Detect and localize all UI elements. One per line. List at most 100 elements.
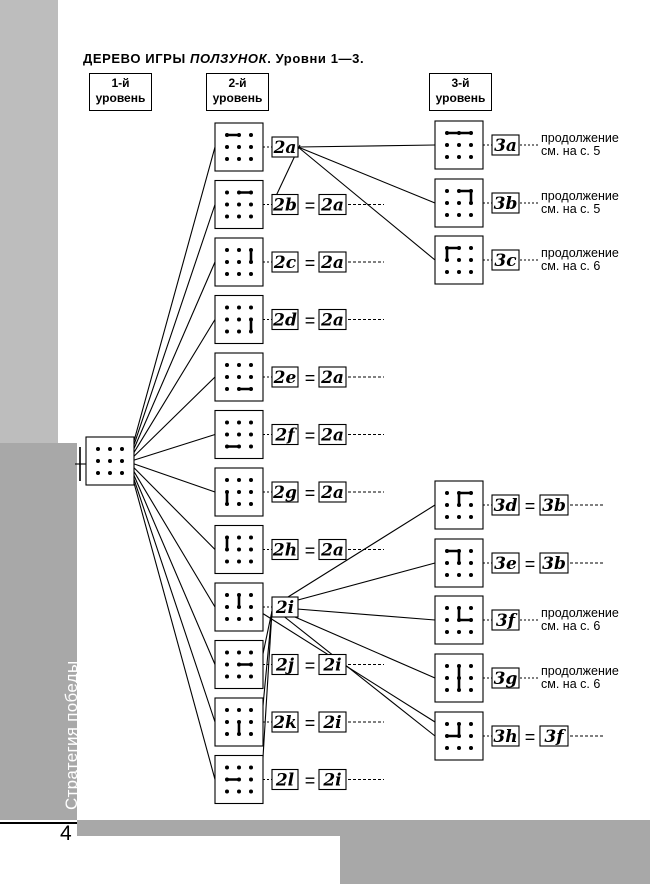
label-3e: 3e [491, 552, 520, 574]
label-2g: 2g [271, 481, 299, 503]
label-3e-eq: 3b [539, 552, 569, 574]
label-3b: 3b [491, 192, 520, 214]
board-2a [214, 122, 264, 172]
label-3a: 3a [491, 134, 520, 156]
equals-3d: = [525, 496, 536, 516]
continuation-3b-line1: продолжение [541, 189, 619, 203]
label-2b-eq: 2a [318, 193, 347, 216]
label-2l: 2l [271, 768, 299, 791]
sidebar-lower-band [0, 443, 77, 835]
board-3f [434, 595, 484, 645]
label-2h: 2h [271, 538, 299, 561]
label-2g-text: 2g [272, 483, 297, 503]
label-3e-eq-text: 3b [542, 554, 566, 574]
label-3e-text: 3e [494, 554, 517, 574]
continuation-3a-line2: см. на с. 5 [541, 144, 600, 158]
root-board [85, 436, 135, 486]
board-2j [214, 639, 264, 690]
label-2g-eq-text: 2a [320, 483, 344, 503]
board-3c [434, 235, 484, 285]
equals-2d: = [305, 311, 316, 331]
label-2k-text: 2k [272, 713, 297, 733]
label-3d: 3d [491, 494, 520, 516]
board-3a [434, 120, 484, 170]
label-2e: 2e [271, 366, 299, 388]
label-2l-eq-text: 2i [322, 771, 341, 791]
title-rest: . Уровни 1—3. [267, 51, 365, 66]
label-3h-eq: 3f [539, 725, 569, 747]
label-2j-eq-text: 2i [322, 656, 341, 676]
board-3d [434, 480, 484, 530]
label-3b-text: 3b [494, 194, 518, 214]
label-2h-eq-text: 2a [320, 541, 344, 561]
label-2a-text: 2a [273, 138, 297, 158]
label-3d-eq: 3b [539, 494, 569, 516]
label-2e-text: 2e [273, 368, 297, 388]
footer-block [340, 836, 650, 884]
footer-bar [77, 820, 650, 836]
label-2f-text: 2f [274, 426, 297, 446]
equals-2g: = [305, 483, 316, 503]
label-2k: 2k [271, 711, 299, 733]
label-2j-text: 2j [275, 656, 295, 676]
board-2b [214, 179, 264, 230]
label-2k-eq: 2i [318, 711, 347, 733]
equals-2e: = [305, 368, 316, 388]
label-2d: 2d [271, 308, 299, 331]
equals-3h: = [525, 727, 536, 747]
equals-2k: = [305, 713, 316, 733]
board-2g [214, 467, 264, 517]
label-3c: 3c [491, 249, 520, 271]
label-2j-eq: 2i [318, 653, 347, 676]
label-2f-eq-text: 2a [320, 426, 344, 446]
label-2c-eq-text: 2a [320, 253, 344, 273]
equals-2b: = [305, 196, 316, 216]
equals-2j: = [305, 656, 316, 676]
equals-2c: = [305, 253, 316, 273]
label-3f: 3f [491, 609, 520, 631]
label-3d-eq-text: 3b [542, 496, 566, 516]
continuation-3g-line2: см. на с. 6 [541, 677, 600, 691]
label-3d-text: 3d [494, 496, 518, 516]
label-2k-eq-text: 2i [322, 713, 341, 733]
board-2l [214, 754, 264, 805]
label-3a-text: 3a [494, 136, 517, 156]
continuation-3a-line1: продолжение [541, 131, 619, 145]
continuation-3g-line1: продолжение [541, 664, 619, 678]
equals-2f: = [305, 426, 316, 446]
label-2c-text: 2c [273, 253, 297, 273]
label-3f-text: 3f [496, 611, 518, 631]
board-2h [214, 524, 264, 575]
footer-rule [0, 822, 77, 824]
label-2c: 2c [271, 251, 299, 273]
title-plain: ДЕРЕВО ИГРЫ [83, 51, 190, 66]
label-2d-text: 2d [272, 311, 297, 331]
footer-corner [0, 820, 77, 884]
label-3h-eq-text: 3f [544, 727, 566, 747]
label-3h: 3h [491, 725, 520, 747]
label-2h-text: 2h [272, 541, 297, 561]
label-2f-eq: 2a [318, 423, 347, 446]
continuation-3c-line1: продолжение [541, 246, 619, 260]
label-2e-eq: 2a [318, 366, 347, 388]
board-2d [214, 294, 264, 345]
label-3h-text: 3h [493, 727, 517, 747]
equals-2l: = [305, 771, 316, 791]
label-2b-text: 2b [272, 196, 297, 216]
label-3g: 3g [491, 667, 520, 689]
board-3b [434, 178, 484, 228]
sidebar-upper-band [0, 0, 58, 443]
label-2d-eq-text: 2a [320, 311, 344, 331]
board-3h [434, 711, 484, 761]
continuation-3b-line2: см. на с. 5 [541, 202, 600, 216]
label-2e-eq-text: 2a [320, 368, 344, 388]
label-2l-text: 2l [275, 771, 295, 791]
label-2h-eq: 2a [318, 538, 347, 561]
equals-3e: = [525, 554, 536, 574]
board-2i [214, 582, 264, 632]
label-2i: 2i [271, 596, 299, 618]
board-3g [434, 653, 484, 703]
